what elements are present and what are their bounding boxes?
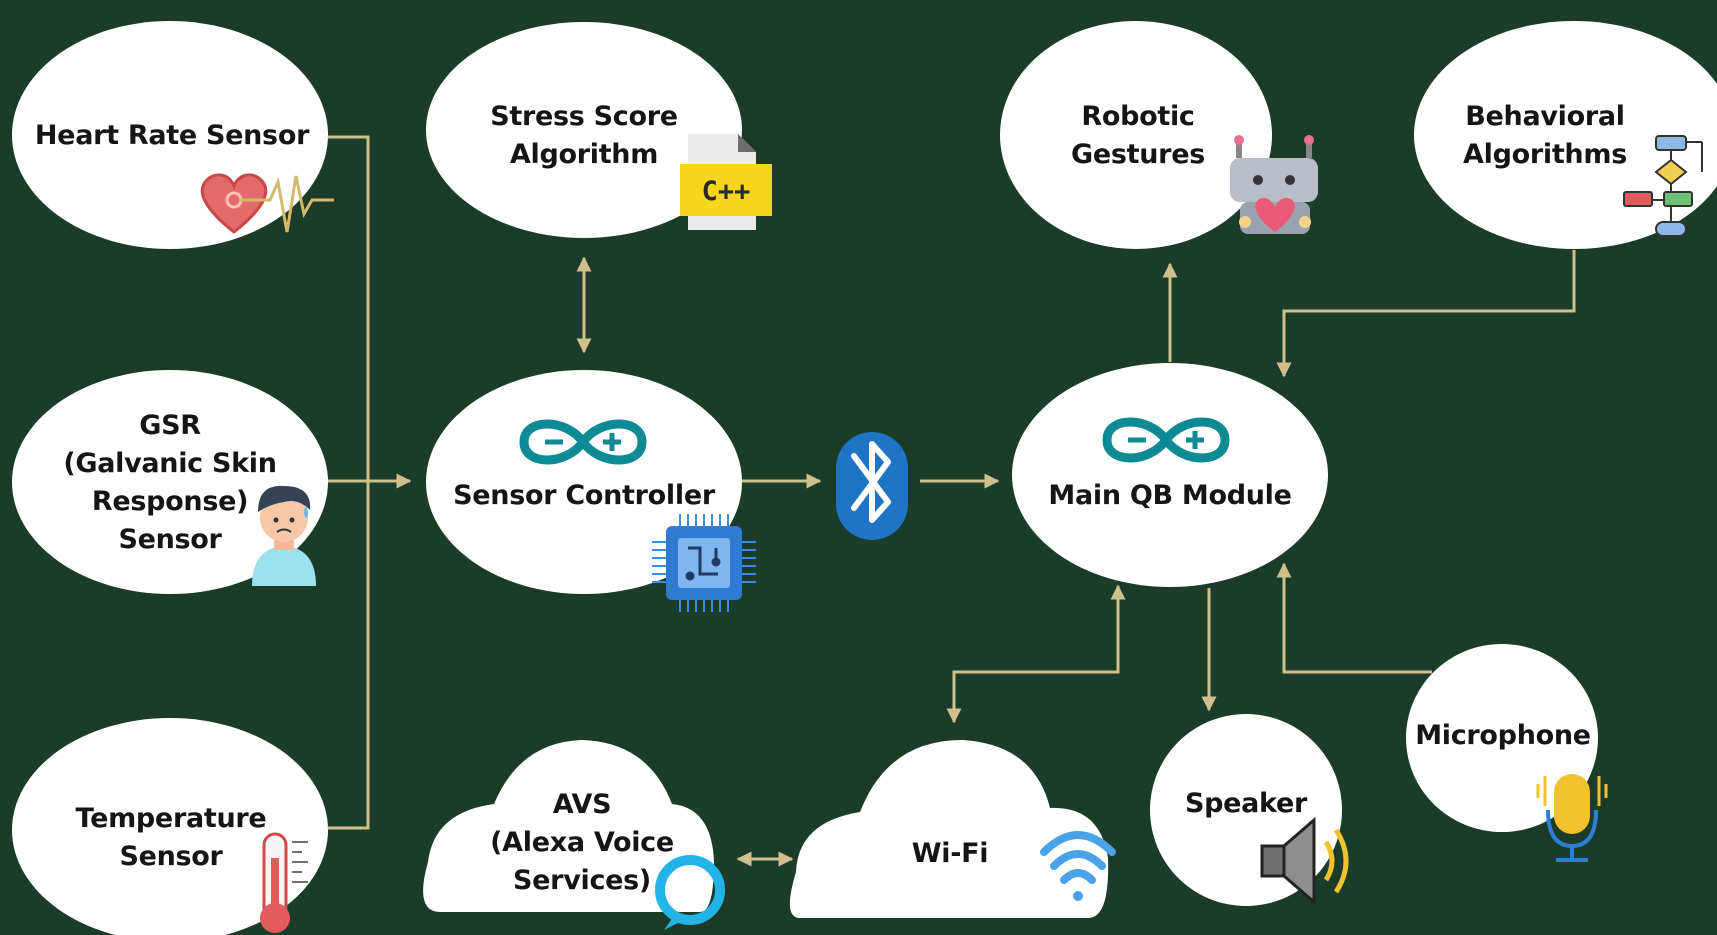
microphone-icon: [1536, 774, 1608, 862]
speaker-icon: [1260, 816, 1349, 906]
cpp-file-icon: C++: [680, 134, 772, 230]
label-line: GSR: [139, 410, 201, 441]
alexa-icon: [655, 855, 725, 930]
label-line: Sensor: [119, 841, 223, 872]
arduino-icon: [1102, 417, 1230, 463]
temperature-sensor-node: [12, 718, 328, 935]
label-line: Response): [91, 486, 249, 517]
sensor-controller-node: [426, 370, 742, 594]
label-line: Robotic: [1081, 101, 1195, 132]
connector-wifi-main: [946, 584, 1126, 724]
heart-rate-sensor-label: Heart Rate Sensor: [22, 114, 322, 158]
gsr-sensor-node: [12, 370, 328, 594]
stress-score-node: [426, 22, 742, 238]
robotic-gestures-node: [1000, 21, 1272, 249]
thermometer-icon: [260, 832, 308, 933]
label-line: Algorithm: [509, 139, 659, 170]
label-line: Main QB Module: [1048, 480, 1292, 511]
label-line: Sensor: [118, 524, 222, 555]
wifi-label: Wi-Fi: [880, 832, 1020, 876]
microphone-node: [1406, 644, 1598, 832]
main-qb-module-label: Main QB Module: [1030, 474, 1310, 518]
label-line: Wi-Fi: [911, 838, 989, 869]
label-line: Algorithms: [1463, 139, 1627, 170]
stressed-person-icon: [252, 485, 316, 586]
label-line: Sensor Controller: [453, 480, 715, 511]
flowchart-icon: [1623, 135, 1703, 237]
main-qb-module-node: [1012, 363, 1328, 587]
cpp-label: C++: [702, 176, 751, 207]
chip-icon: [652, 514, 756, 612]
wifi-icon: [1040, 831, 1116, 901]
connectors: [328, 135, 1576, 867]
label-line: Gestures: [1071, 139, 1205, 170]
avs-cloud-node: [423, 740, 714, 912]
label-line: Services): [513, 865, 651, 896]
microphone-label: Microphone: [1406, 714, 1600, 758]
wifi-cloud-node: [789, 740, 1109, 918]
label-line: Speaker: [1184, 788, 1308, 819]
label-line: Heart Rate Sensor: [34, 120, 310, 151]
label-line: (Alexa Voice: [490, 827, 674, 858]
label-line: Microphone: [1415, 720, 1591, 751]
label-line: AVS: [552, 789, 612, 820]
speaker-label: Speaker: [1170, 782, 1322, 826]
label-line: Behavioral: [1465, 101, 1625, 132]
connector-microphone-to-main: [1276, 562, 1432, 674]
heart-pulse-icon: [200, 173, 334, 234]
arduino-icon: [519, 419, 647, 465]
label-line: (Galvanic Skin: [63, 448, 277, 479]
bluetooth-icon: [836, 432, 908, 540]
label-line: Temperature: [75, 803, 267, 834]
robot-icon: [1230, 135, 1318, 234]
sensor-controller-label: Sensor Controller: [444, 474, 724, 518]
label-line: Stress Score: [490, 101, 678, 132]
connector-behavioral-to-main: [1276, 250, 1576, 378]
